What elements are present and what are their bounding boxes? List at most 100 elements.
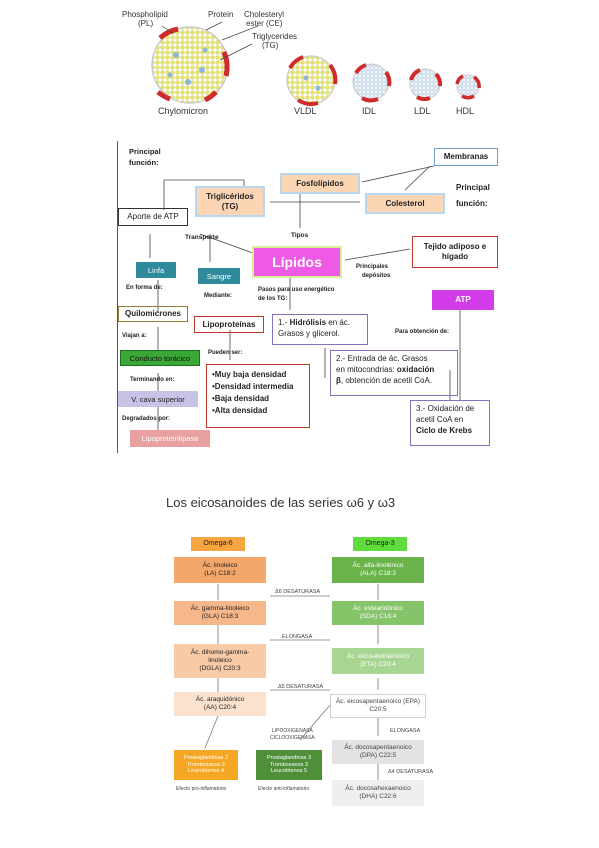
series2-tromboxanos: Tromboxanos 2: [186, 761, 225, 768]
lipoprotein-particles-graphic: [151, 21, 481, 106]
pasos-line2: de los TG:: [258, 296, 288, 302]
omega3-dha-code: (DHA) C22:6: [359, 793, 397, 800]
label-tg: (TG): [262, 41, 279, 50]
tejido-box: Tejido adiposo e hígado: [412, 236, 498, 268]
omega6-header: Omega-6: [191, 537, 245, 551]
entrada-box: 2.- Entrada de ác. Grasos en mitocondria…: [330, 350, 458, 396]
viajan-a-label: Viajan a:: [122, 333, 147, 339]
omega6-gla-name: Ác. gamma-linoleico: [190, 604, 250, 612]
aporte-atp-box: Aporte de ATP: [118, 208, 188, 226]
transporte-label: Transporte: [185, 234, 219, 241]
series3-tromboxanos: Tromboxanos 3: [269, 761, 308, 768]
oxidacion-line3: Ciclo de Krebs: [416, 425, 473, 435]
map-left-border: [117, 141, 118, 453]
densidad-baja: •Baja densidad: [212, 394, 270, 403]
omega3-sda-box: Ác. estearidónico (SDA) C18:4: [332, 601, 424, 625]
enzyme-elongasa-2: ELONGASA: [390, 728, 421, 734]
omega3-ala-code: (ALA) C18:3: [360, 570, 396, 577]
chylomicron-particle: [151, 26, 230, 104]
omega3-ala-box: Ác. alfa-linolénico (ALA) C18:3: [332, 557, 424, 583]
label-protein: Protein: [208, 10, 234, 19]
omega3-dpa-name: Ác. docosapentaenoico: [344, 743, 412, 751]
omega3-sda-name: Ác. estearidónico: [353, 604, 403, 612]
omega3-dpa-code: (DPA) C22:5: [359, 752, 397, 759]
entrada-text3a: β: [336, 375, 341, 385]
densidad-alta: •Alta densidad: [212, 406, 268, 415]
omega3-sda-code: (SDA) C18:4: [359, 613, 397, 620]
linfa-box: Linfa: [136, 262, 176, 278]
series2-leucotrienos: Leucotrienos 4: [187, 768, 225, 775]
para-obtencion-label: Para obtención de:: [395, 329, 450, 335]
omega3-epa-box: Ác. eicosapentaenoico (EPA) C20:5: [330, 694, 426, 718]
omega6-dgla-code: (DGLA) C20:3: [199, 665, 241, 673]
vcava-box: V. cava superior: [118, 391, 198, 407]
omega6-dgla-name1: Ác. dihomo-gamma-: [190, 648, 250, 656]
omega3-dpa-box: Ác. docosapentaenoico (DPA) C22:5: [332, 740, 424, 764]
hidrolisis-line1: 1.- Hidrólisis en ác.: [278, 318, 362, 329]
label-vldl: VLDL: [294, 106, 317, 116]
series3-prostaglandinas: Prostaglandinas 3: [266, 754, 312, 761]
omega6-aa-code: (AA) C20:4: [203, 704, 237, 711]
efecto-anti-label: Efecto anti-inflamatorio: [258, 786, 310, 792]
oxidacion-line2: acetil CoA en: [416, 414, 464, 424]
entrada-text2a: en mitocondrias:: [336, 364, 397, 374]
quilomicrones-box: Quilomicrones: [118, 306, 188, 322]
tejido-line1: Tejido adiposo e: [423, 242, 487, 252]
trigliceridos-line2: (TG): [221, 201, 239, 211]
principales-depositos-2: depósitos: [362, 273, 391, 279]
label-triglycerides: Triglycerides: [252, 32, 298, 41]
entrada-num: 2.-: [336, 354, 348, 363]
idl-particle: [352, 63, 392, 103]
densidad-muy-baja: •Muy baja densidad: [212, 370, 287, 379]
hidrolisis-bold: Hidrólisis: [289, 318, 327, 327]
tipos-label: Tipos: [291, 232, 309, 239]
densidades-box: •Muy baja densidad •Densidad intermedia …: [206, 364, 310, 428]
entrada-text2b: oxidación: [396, 364, 435, 374]
conducto-box: Conducto torácico: [120, 350, 200, 366]
series2-prostaglandinas: Prostaglandinas 2: [183, 754, 229, 761]
omega3-ala-name: Ác. alfa-linolénico: [352, 561, 404, 569]
omega6-la-code: (LA) C18:2: [204, 570, 236, 577]
enzyme-lipox-2: CICLOOXIGENASA: [270, 735, 315, 741]
omega6-dgla-box: Ác. dihomo-gamma- linoleico (DGLA) C20:3: [174, 644, 266, 678]
principal-funcion-right-2: función:: [456, 199, 488, 208]
label-idl: IDL: [362, 106, 377, 116]
efecto-pro-label: Efecto pro-inflamatorio: [176, 786, 227, 792]
densidad-intermedia: •Densidad intermedia: [212, 382, 294, 391]
enzyme-d6-desaturasa: Δ6 DESATURASA: [275, 589, 321, 595]
entrada-line2: en mitocondrias: oxidación: [336, 365, 452, 376]
principal-funcion-left-1: Principal: [129, 147, 161, 156]
label-ldl: LDL: [414, 106, 431, 116]
hidrolisis-num: 1.-: [278, 318, 290, 327]
label-pl: (PL): [138, 19, 154, 28]
omega3-dha-name: Ác. docosahexaenoico: [345, 784, 411, 792]
hidrolisis-box: 1.- Hidrólisis en ác. Grasos y glicerol.: [272, 314, 368, 345]
fosfolipidos-box: Fosfolípidos: [280, 173, 360, 194]
series3-box: Prostaglandinas 3 Tromboxanos 3 Leucotri…: [256, 750, 322, 780]
en-forma-de-label: En forma de:: [126, 285, 163, 291]
omega6-la-box: Ác. linoleico (LA) C18:2: [174, 557, 266, 583]
pasos-line1: Pasos para uso energético: [258, 287, 335, 293]
oxidacion-line1: 3.- Oxidación de: [416, 404, 484, 415]
label-hdl: HDL: [456, 106, 475, 116]
omega3-epa-name: Ác. eicosapentaenoico (EPA): [335, 697, 421, 705]
eicosanoids-connectors: [204, 584, 379, 780]
terminando-en-label: Terminando en:: [130, 377, 175, 383]
omega3-eta-name: Ác. eicosatetraenoico: [346, 652, 410, 660]
degradados-por-label: Degradados por:: [122, 416, 171, 422]
sangre-box: Sangre: [198, 268, 240, 284]
vldl-particle: [286, 55, 338, 106]
omega3-header: Omega-3: [353, 537, 407, 551]
atp-box: ATP: [432, 290, 494, 310]
enzyme-lipox-1: LIPOOXIGENASA: [272, 728, 313, 734]
series3-leucotrienos: Leucotrienos 5: [270, 768, 308, 775]
hdl-particle: [455, 74, 481, 100]
enzyme-elongasa: ELONGASA: [282, 634, 313, 640]
omega6-la-name: Ác. linoleico: [202, 561, 238, 569]
omega3-dha-box: Ác. docosahexaenoico (DHA) C22:6: [332, 780, 424, 806]
lipoproteinas-box: Lipoproteínas: [194, 316, 264, 333]
entrada-line3: β, obtención de acetil CoA.: [336, 376, 452, 387]
hidrolisis-line2: Grasos y glicerol.: [278, 328, 340, 338]
omega6-gla-code: (GLA) C18:3: [201, 613, 239, 620]
eicosanoids-title: Los eicosanoides de las series ω6 y ω3: [166, 495, 396, 510]
